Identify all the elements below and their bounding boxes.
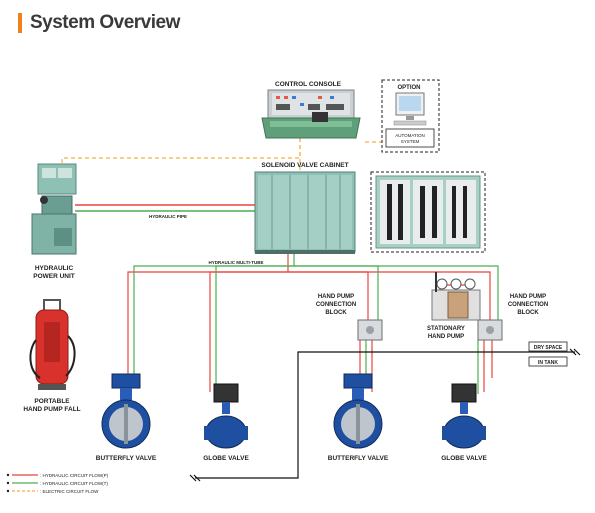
hydraulic-pipe-label: HYDRAULIC PIPE xyxy=(149,214,187,219)
legend: : HYDRAULIC CIRCUIT FLOW(P) : HYDRAULIC … xyxy=(6,473,109,494)
multitube-green-lines xyxy=(133,252,499,394)
stationary-label-1: STATIONARY xyxy=(427,326,465,332)
control-console-label: CONTROL CONSOLE xyxy=(275,81,342,88)
legend-text-pressure: : HYDRAULIC CIRCUIT FLOW(P) xyxy=(40,473,109,478)
solenoid-cabinet-label: SOLENOID VALVE CABINET xyxy=(261,162,348,169)
control-console xyxy=(261,89,361,139)
globe-valve-2 xyxy=(442,383,486,449)
hp-block-left-label-2: CONNECTION xyxy=(316,302,356,308)
hp-block-left-label-1: HAND PUMP xyxy=(318,294,354,300)
option-label: OPTION xyxy=(397,85,420,91)
tank-boundary-line xyxy=(189,348,581,482)
hp-block-left-label-3: BLOCK xyxy=(325,310,347,316)
automation-label-2: SYSTEM xyxy=(401,139,420,144)
page-title: System Overview xyxy=(30,12,180,33)
multitube-red-lines xyxy=(127,252,493,392)
dry-space-tag: DRY SPACE xyxy=(528,341,568,352)
hydraulic-multitube-label: HYDRAULIC MULTI-TUBE xyxy=(209,260,264,265)
in-tank-label: IN TANK xyxy=(538,360,558,366)
page-header: System Overview xyxy=(18,12,180,34)
valve-2-label: GLOBE VALVE xyxy=(203,455,249,462)
cabinet-interior-view xyxy=(370,171,486,253)
portable-hand-pump xyxy=(29,299,76,390)
valve-4-label: GLOBE VALVE xyxy=(441,455,487,462)
hydraulic-power-unit xyxy=(31,163,77,255)
hp-block-right-label-1: HAND PUMP xyxy=(510,294,546,300)
stationary-label-2: HAND PUMP xyxy=(428,334,464,340)
solenoid-valve-cabinet xyxy=(254,171,356,254)
butterfly-valve-1 xyxy=(101,373,151,449)
stationary-hand-pump xyxy=(431,272,481,321)
hpu-label-2: POWER UNIT xyxy=(33,273,75,280)
valve-3-label: BUTTERFLY VALVE xyxy=(328,455,389,462)
hand-pump-connection-block-left xyxy=(357,319,383,341)
legend-text-tank: : HYDRAULIC CIRCUIT FLOW(T) xyxy=(40,481,108,486)
in-tank-tag: IN TANK xyxy=(528,356,568,367)
portable-label-2: HAND PUMP FALL xyxy=(23,406,80,413)
portable-label-1: PORTABLE xyxy=(34,398,70,405)
hp-block-right-label-2: CONNECTION xyxy=(508,302,548,308)
hp-block-right-label-3: BLOCK xyxy=(517,310,539,316)
valve-1-label: BUTTERFLY VALVE xyxy=(96,455,157,462)
globe-valve-1 xyxy=(204,383,248,449)
title-accent-bar xyxy=(18,13,22,33)
dry-space-label: DRY SPACE xyxy=(534,345,563,351)
automation-label-1: AUTOMATION xyxy=(395,133,425,138)
option-automation-box xyxy=(381,79,440,153)
hpu-label-1: HYDRAULIC xyxy=(35,265,74,272)
butterfly-valve-2 xyxy=(333,373,383,449)
hydraulic-pipe-lines xyxy=(75,204,255,212)
electric-lines xyxy=(61,138,382,170)
legend-text-electric: : ELECTRIC CIRCUIT FLOW xyxy=(40,489,99,494)
hand-pump-connection-block-right xyxy=(477,319,503,341)
